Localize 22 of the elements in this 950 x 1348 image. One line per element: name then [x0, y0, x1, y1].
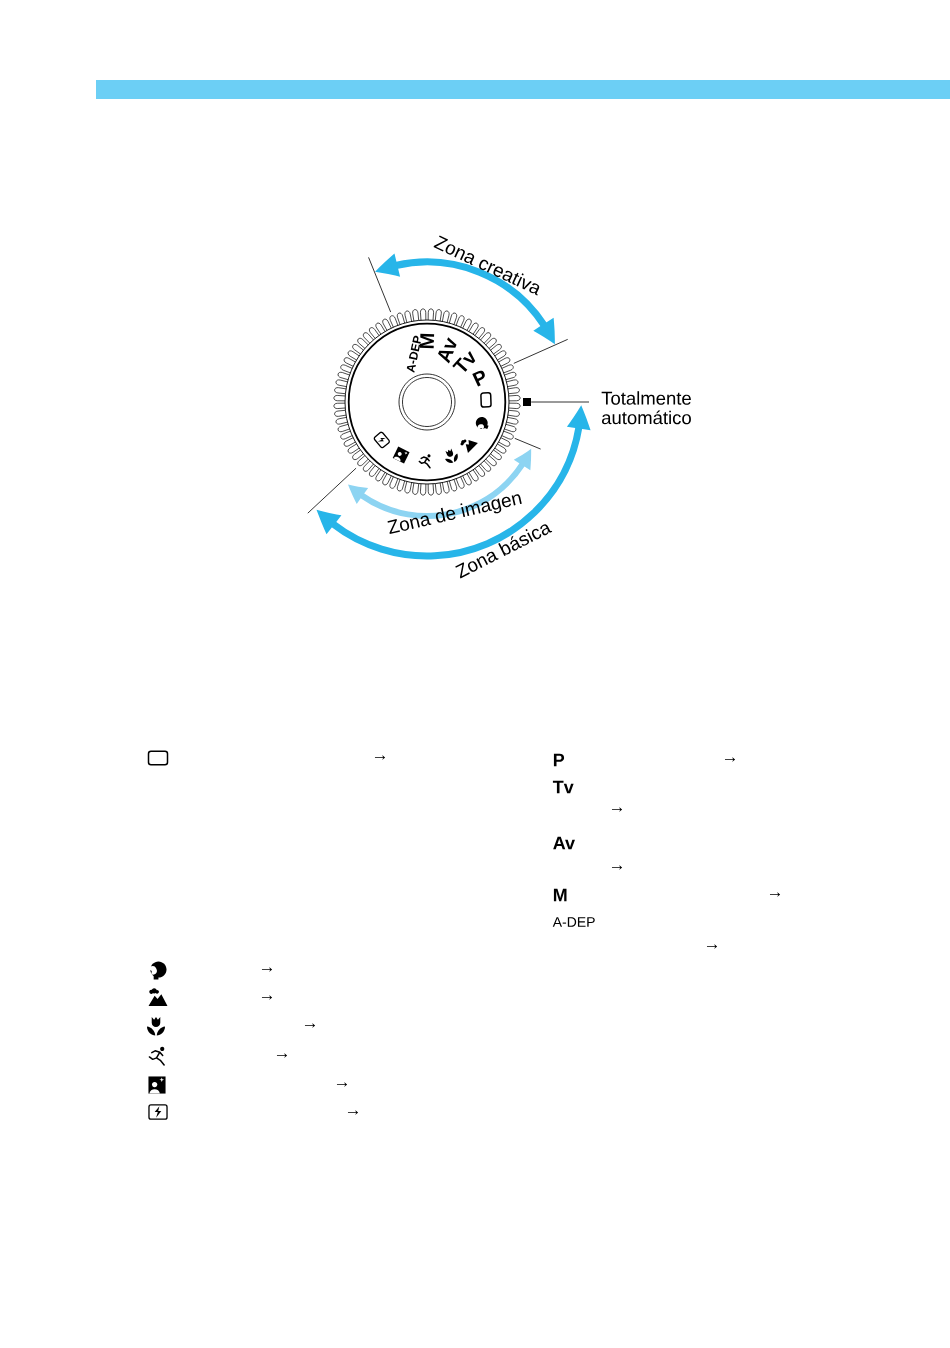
mode-letter: P — [553, 753, 565, 767]
arrow-sign: → — [770, 892, 781, 897]
callout-label: Totalmente automático — [601, 391, 691, 425]
arrow-sign: → — [276, 1053, 288, 1058]
arrow-sign: → — [347, 1110, 359, 1115]
square-mark — [523, 398, 531, 406]
arrow-sign: → — [611, 807, 623, 812]
leader-line — [530, 401, 590, 403]
arrow-sign: → — [304, 1023, 316, 1028]
arrow-sign: → — [725, 757, 736, 762]
arrow-sign: → — [261, 967, 273, 972]
mode-letter: A-DEP — [406, 335, 421, 373]
arrow-sign: → — [611, 865, 623, 870]
mode-letter: M — [553, 888, 567, 902]
mode-letter: A-DEP — [552, 917, 595, 927]
arrow-sign: → — [374, 755, 386, 760]
arrow-sign: → — [261, 995, 273, 1000]
mode-letter: Tv — [552, 780, 574, 794]
arrow-sign: → — [707, 944, 718, 949]
mode-letter: P — [472, 370, 485, 387]
mode-letter: Av — [553, 836, 575, 850]
arrow-sign: → — [336, 1082, 348, 1087]
